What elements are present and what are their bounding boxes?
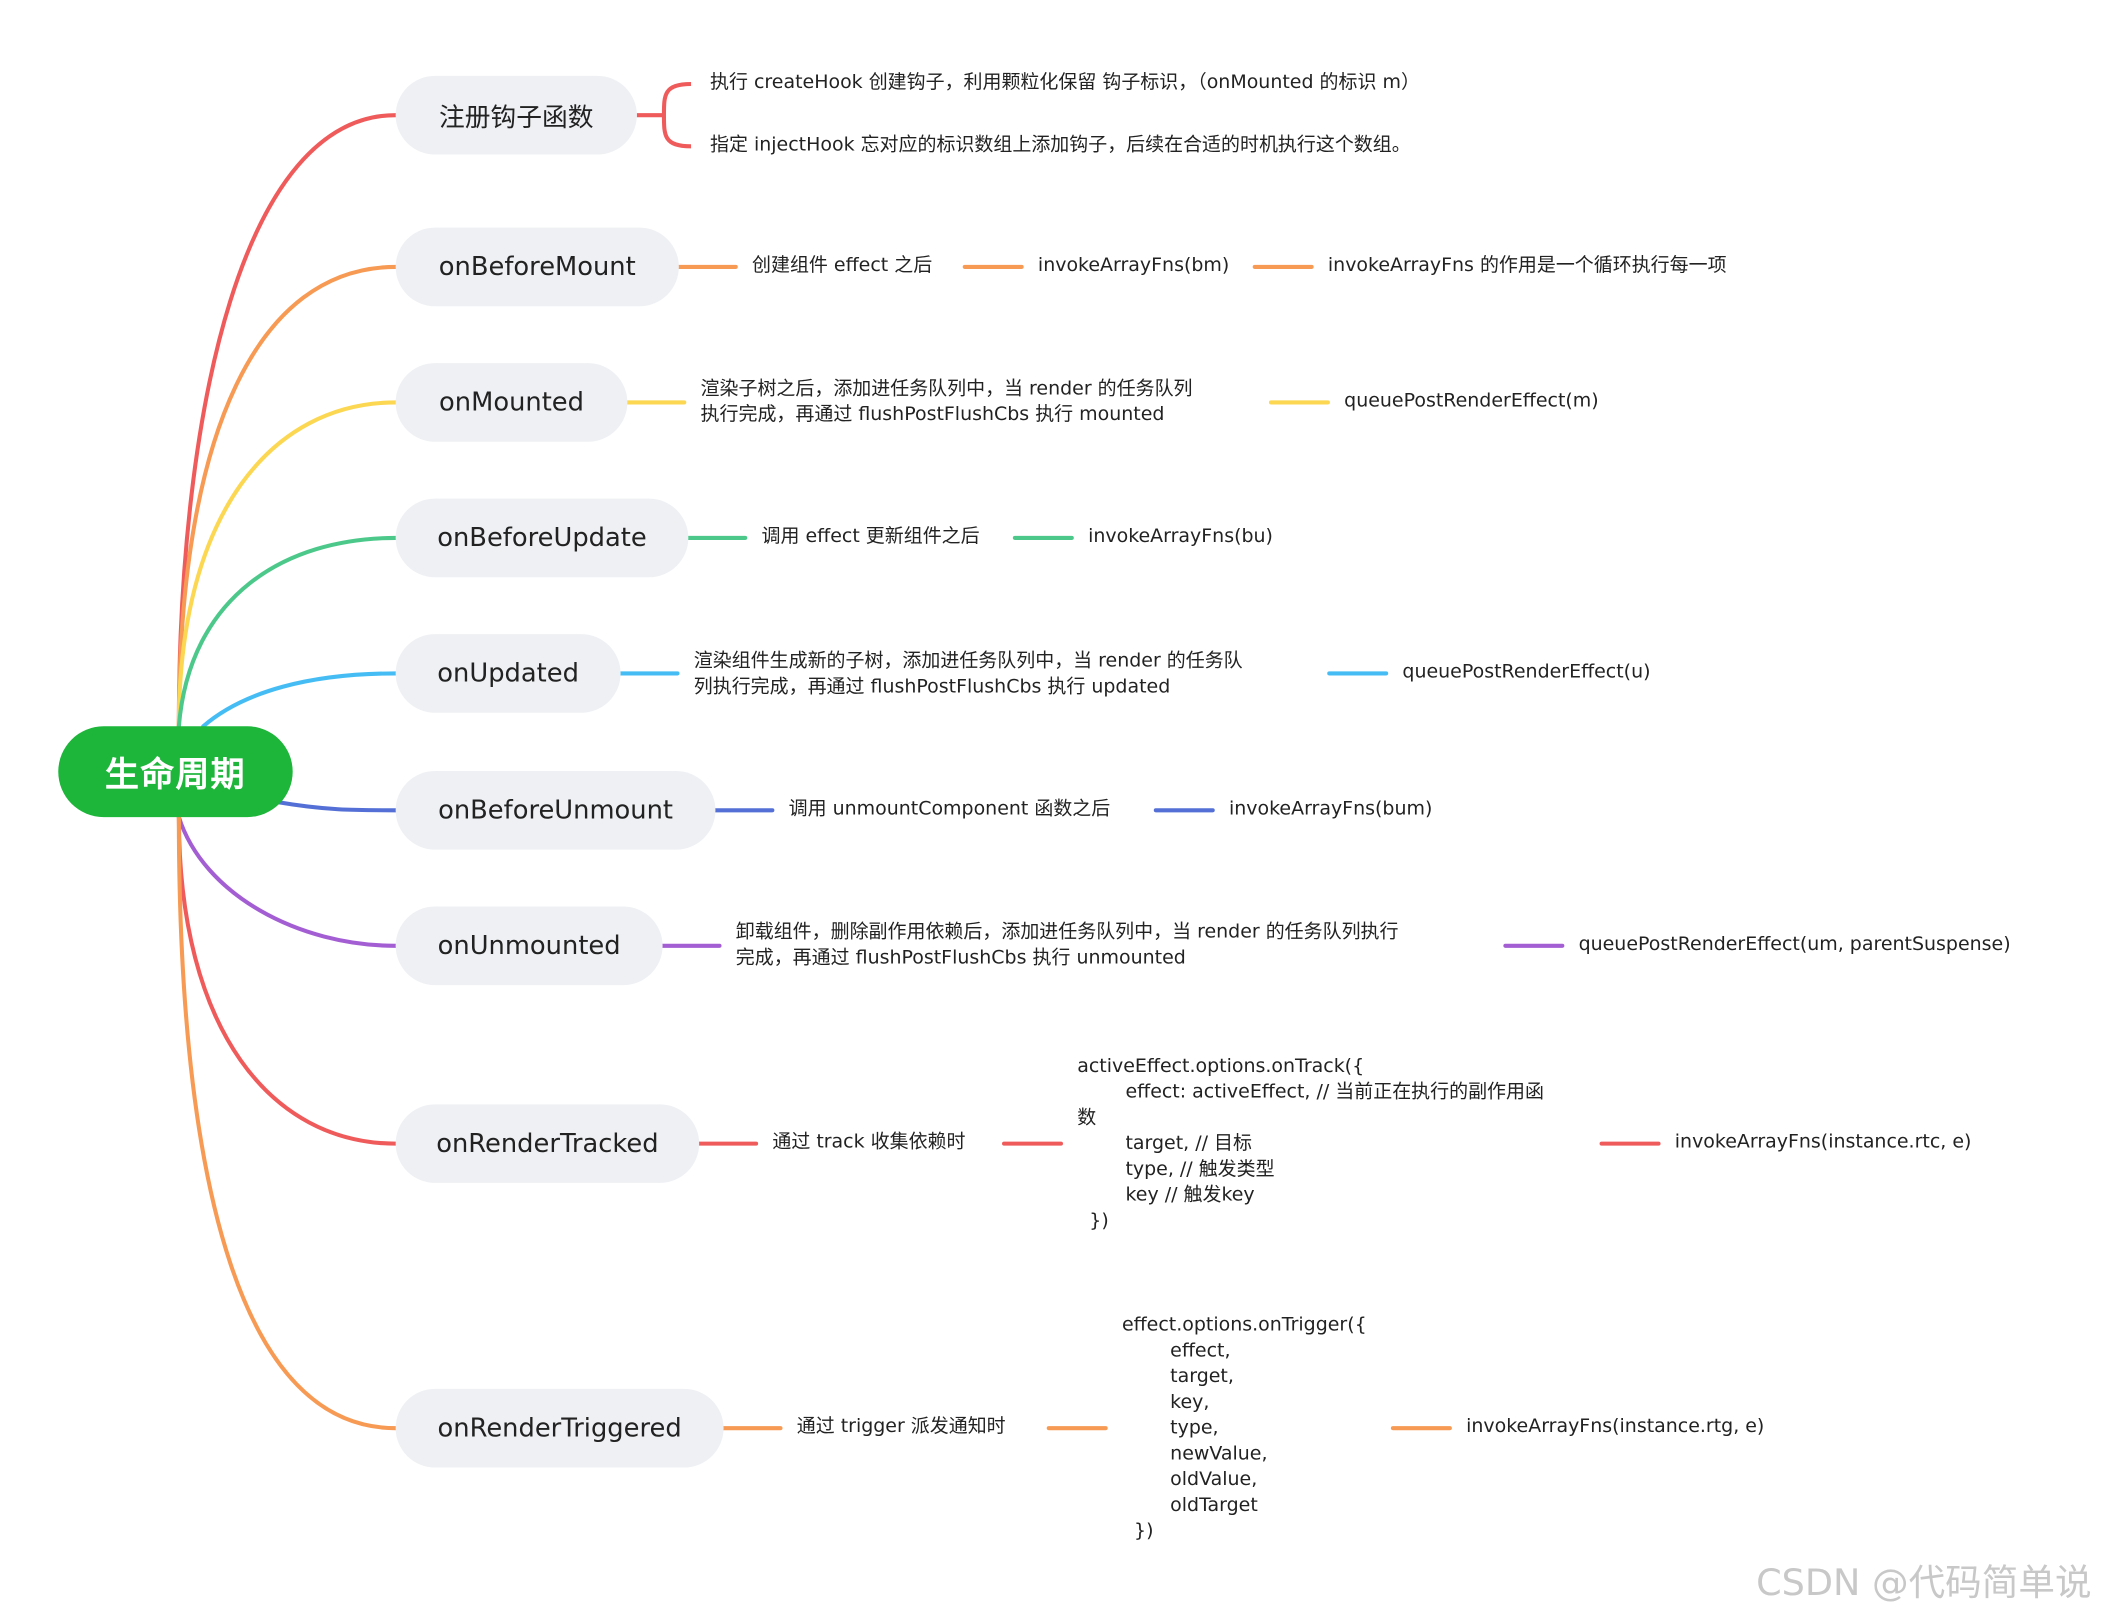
register-detail-1: 执行 createHook 创建钩子，利用颗粒化保留 钩子标识，（onMount… <box>710 71 1420 94</box>
watermark: CSDN @代码简单说 <box>1756 1562 2092 1605</box>
onBeforeMount-step-3: invokeArrayFns 的作用是一个循环执行每一项 <box>1327 254 1727 277</box>
node-onBeforeUpdate[interactable]: onBeforeUpdate <box>395 498 689 578</box>
onMounted-step-2: queuePostRenderEffect(m) <box>1344 390 1599 412</box>
link-register <box>176 113 398 729</box>
register-detail-2: 指定 injectHook 忘对应的标识数组上添加钩子，后续在合适的时机执行这个… <box>710 134 1411 156</box>
onBeforeUpdate-step-1: 调用 effect 更新组件之后 <box>761 525 980 548</box>
onBeforeMount-step-1: 创建组件 effect 之后 <box>752 254 933 277</box>
link-onMounted <box>176 400 398 729</box>
register-bracket <box>636 81 692 149</box>
onRenderTriggered-step-3: invokeArrayFns(instance.rtg, e) <box>1466 1415 1765 1438</box>
onBeforeMount-step-2: invokeArrayFns(bm) <box>1037 254 1230 277</box>
link-onUpdated <box>201 671 398 729</box>
link-onBeforeMount <box>176 264 398 729</box>
onRenderTriggered-step-2: effect.options.onTrigger({ effect, targe… <box>1121 1314 1367 1542</box>
link-onRenderTriggered <box>176 815 398 1431</box>
node-onMounted[interactable]: onMounted <box>395 363 628 442</box>
link-onBeforeUnmount <box>275 800 398 813</box>
onBeforeUnmount-step-2: invokeArrayFns(bum) <box>1228 798 1433 820</box>
node-onRenderTracked[interactable]: onRenderTracked <box>395 1104 700 1183</box>
onMounted-step-1: 渲染子树之后，添加进任务队列中，当 render 的任务队列 执行完成，再通过 … <box>700 378 1193 426</box>
node-onUpdated[interactable]: onUpdated <box>395 634 621 713</box>
onRenderTracked-step-3: invokeArrayFns(instance.rtc, e) <box>1674 1131 1972 1154</box>
onUnmounted-step-1: 卸载组件，删除副作用依赖后，添加进任务队列中，当 render 的任务队列执行 … <box>735 921 1399 969</box>
node-onBeforeMount[interactable]: onBeforeMount <box>395 227 679 307</box>
onRenderTracked-step-2: activeEffect.options.onTrack({ effect: a… <box>1077 1055 1544 1232</box>
onUpdated-step-1: 渲染组件生成新的子树，添加进任务队列中，当 render 的任务队 列执行完成，… <box>693 650 1243 698</box>
node-onUnmounted[interactable]: onUnmounted <box>395 906 663 986</box>
root-node[interactable]: 生命周期 <box>58 726 293 818</box>
onRenderTriggered-step-1: 通过 trigger 派发通知时 <box>796 1415 1006 1438</box>
onUpdated-step-2: queuePostRenderEffect(u) <box>1402 661 1651 683</box>
node-register[interactable]: 注册钩子函数 <box>395 75 637 155</box>
node-onRenderTriggered[interactable]: onRenderTriggered <box>395 1388 724 1468</box>
link-onBeforeUpdate <box>176 535 398 729</box>
node-onBeforeUnmount[interactable]: onBeforeUnmount <box>395 770 716 850</box>
onBeforeUpdate-step-2: invokeArrayFns(bu) <box>1088 525 1273 548</box>
onRenderTracked-step-1: 通过 track 收集依赖时 <box>772 1131 966 1154</box>
onBeforeUnmount-step-1: 调用 unmountComponent 函数之后 <box>788 798 1111 820</box>
onUnmounted-step-2: queuePostRenderEffect(um, parentSuspense… <box>1578 933 2011 956</box>
link-onUnmounted <box>176 815 398 948</box>
link-onRenderTracked <box>176 815 398 1146</box>
